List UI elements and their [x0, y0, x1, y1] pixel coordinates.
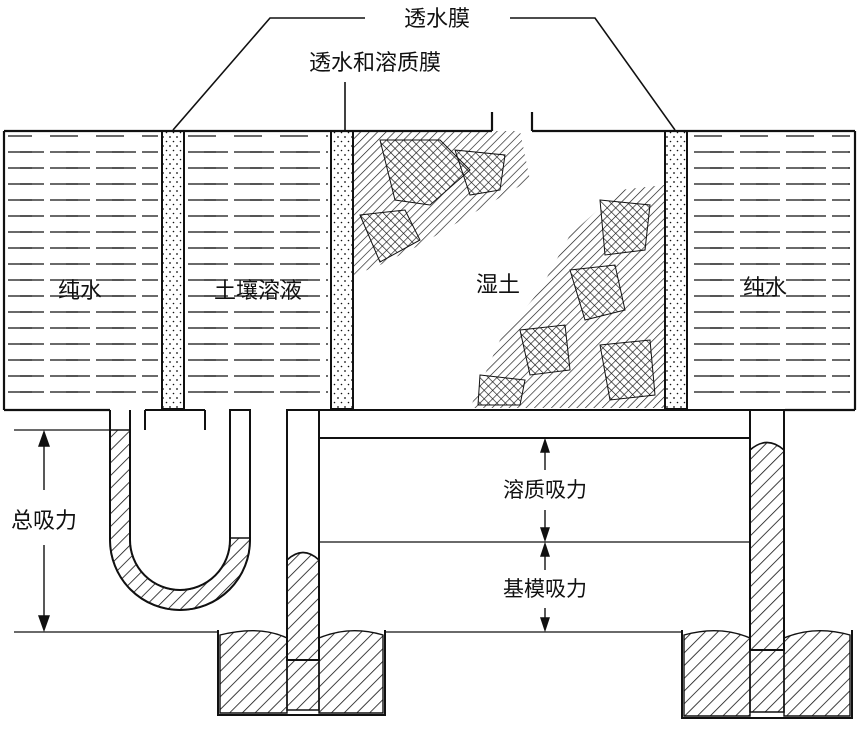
water-solute-membrane	[330, 130, 354, 410]
label-water-solute-membrane: 透水和溶质膜	[309, 51, 441, 76]
label-soil-solution: 土壤溶液	[214, 279, 302, 304]
u-tube-liquid	[109, 429, 251, 611]
tube-middle	[286, 409, 320, 711]
total-suction-arrow	[38, 429, 50, 633]
reservoir-right	[681, 629, 853, 719]
wet-soil-texture	[354, 131, 664, 408]
label-matric-suction: 基模吸力	[503, 577, 587, 601]
soil-base-plate	[320, 409, 781, 439]
matric-suction-arrow	[540, 541, 550, 633]
label-pure-water-left: 纯水	[58, 279, 102, 304]
label-solute-suction: 溶质吸力	[503, 478, 587, 502]
pure-water-left-body	[8, 135, 158, 405]
water-membrane-leaders	[172, 17, 676, 131]
water-membrane-right	[664, 130, 688, 410]
tube-right	[749, 409, 785, 713]
soil-solution-body	[188, 135, 328, 405]
water-membrane-left	[161, 130, 185, 410]
label-pure-water-right: 纯水	[743, 276, 787, 301]
label-wet-soil: 湿土	[476, 273, 520, 298]
label-water-membrane: 透水膜	[404, 7, 470, 32]
label-total-suction: 总吸力	[11, 509, 77, 534]
reservoir-middle	[217, 629, 386, 716]
reference-lines	[14, 429, 750, 633]
pure-water-right-body	[690, 135, 850, 405]
solute-suction-arrow	[540, 437, 550, 543]
